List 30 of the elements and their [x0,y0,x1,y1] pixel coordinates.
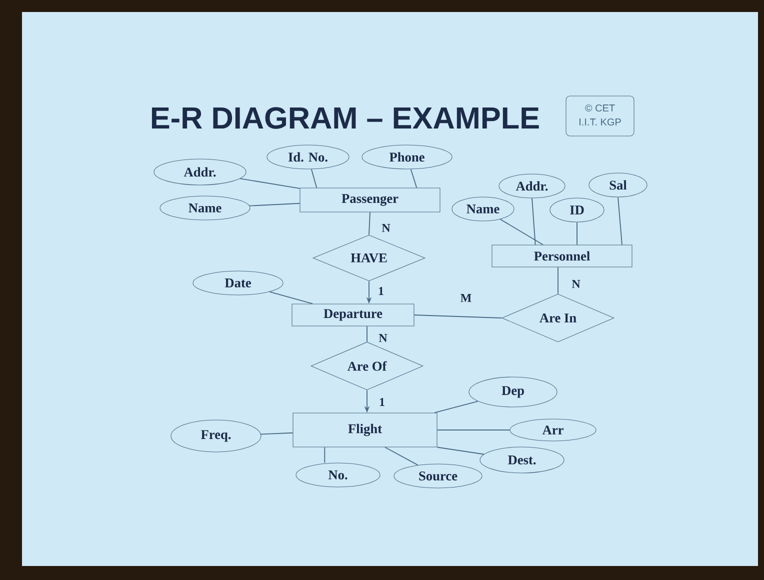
connector [436,446,484,455]
connector [240,178,300,189]
edge-label: 1 [376,286,386,296]
connector [500,218,544,246]
connector [366,326,368,342]
connector [576,222,578,246]
edge-label: 1 [378,396,386,408]
connector [532,198,536,246]
stamp-text: I.I.T. KGP [580,118,621,126]
edge-label: N [380,222,392,234]
connector [410,168,418,188]
connector [414,314,502,318]
connector [249,202,300,206]
entity-box: Personnel [492,244,632,268]
entity-box: Departure [292,304,414,326]
connector [310,168,318,188]
edge-label: N [570,278,582,290]
connector [618,196,622,246]
connector [434,400,478,414]
slide-title: E-R DIAGRAM – EXAMPLE [152,107,539,129]
entity-box: Passenger [300,188,440,212]
edge-label: M [459,292,473,304]
entity-box: Flight [292,412,438,448]
stamp-text: © CET [585,104,615,112]
connector [260,432,294,435]
connector [269,291,313,304]
connector [368,212,370,236]
connector [324,446,326,464]
connector [384,446,418,466]
edge-label: N [377,332,389,344]
